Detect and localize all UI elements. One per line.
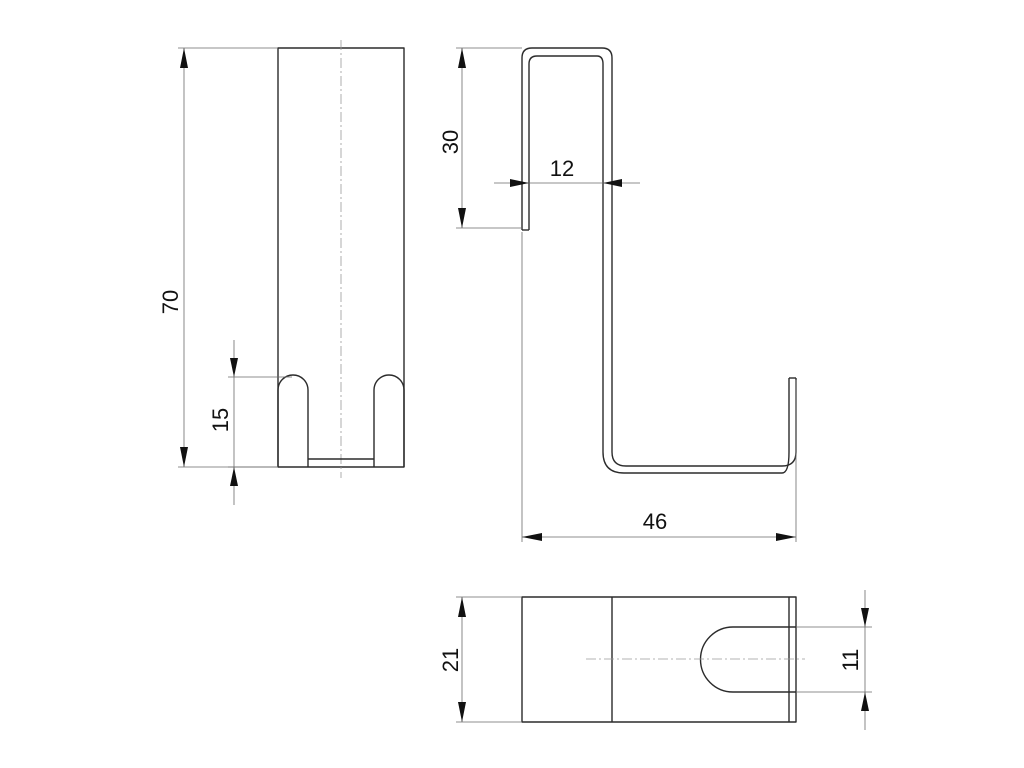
dimension-arrow [776, 533, 796, 541]
dimension-arrow [458, 702, 466, 722]
dimension-top-hook-height: 30 [438, 47, 522, 229]
dimension-label-30: 30 [438, 130, 463, 154]
front-view [277, 40, 405, 478]
top-view [521, 596, 805, 723]
dimension-arrow [458, 48, 466, 68]
dimension-arrow [510, 179, 529, 187]
dimension-arrow [230, 358, 238, 377]
front-view-left-tab [277, 374, 309, 467]
dimension-arrow [861, 692, 869, 711]
dimension-arrow [180, 447, 188, 467]
dimension-arrow [458, 597, 466, 617]
dimension-label-11: 11 [838, 649, 863, 672]
dimension-label-21: 21 [438, 648, 463, 672]
dimension-slot-width: 11 [796, 590, 872, 730]
top-view-slot [699, 626, 796, 693]
dimension-width: 21 [438, 596, 522, 723]
dimension-arrow [522, 533, 542, 541]
front-view-right-tab [373, 374, 405, 467]
dimension-label-46: 46 [643, 509, 667, 534]
dimension-arrow [230, 467, 238, 486]
dimension-arrow [861, 608, 869, 627]
hook-profile-outline [521, 47, 797, 467]
dimension-slot-depth: 15 [208, 340, 292, 505]
dimension-label-70: 70 [158, 290, 183, 314]
dimension-label-12: 12 [550, 156, 574, 181]
hook-profile-inner [528, 55, 790, 474]
side-view [521, 47, 797, 474]
dimension-hook-length: 46 [521, 232, 797, 542]
dimension-arrow [603, 179, 622, 187]
dimension-label-15: 15 [208, 408, 233, 432]
dimension-front-height: 70 [158, 47, 278, 468]
dimension-arrow [458, 208, 466, 228]
top-view-outline [521, 596, 797, 723]
dimension-arrow [180, 48, 188, 68]
dimension-hook-gap: 12 [494, 156, 640, 187]
